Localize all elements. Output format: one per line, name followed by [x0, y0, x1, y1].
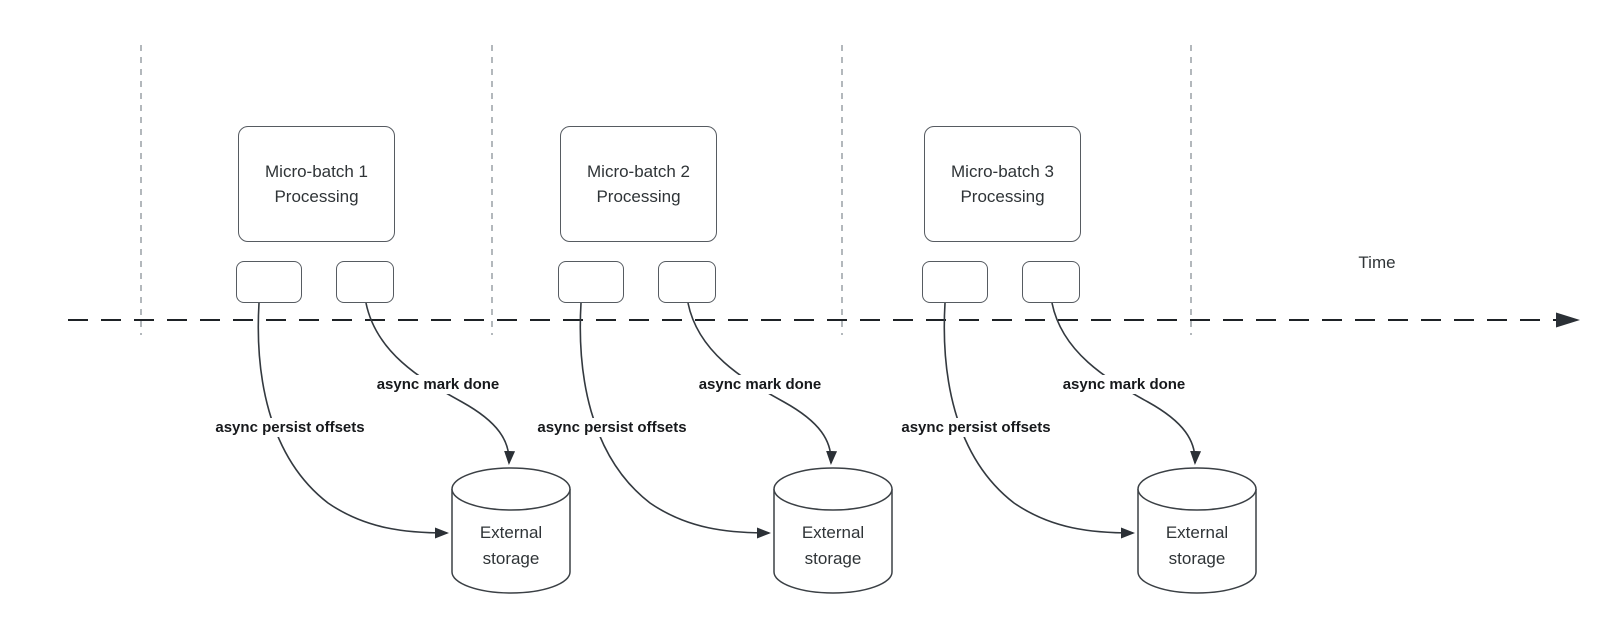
mark-done-arrow [365, 302, 516, 465]
mark-done-task-box [658, 261, 716, 303]
mark-done-label: async mark done [1053, 375, 1195, 394]
mark-done-label: async mark done [689, 375, 831, 394]
storage-cylinder [1137, 467, 1257, 594]
process-box: Micro-batch 1 Processing [238, 126, 395, 242]
persist-offsets-label: async persist offsets [887, 418, 1065, 437]
process-box: Micro-batch 2 Processing [560, 126, 717, 242]
mark-done-label: async mark done [367, 375, 509, 394]
persist-offsets-label: async persist offsets [523, 418, 701, 437]
storage-cylinder-label-text: External storage [801, 523, 865, 568]
storage-flow-group-2 [579, 302, 893, 594]
process-box-label: Micro-batch 3 Processing [951, 162, 1054, 206]
process-box-label: Micro-batch 1 Processing [265, 162, 368, 206]
persist-task-box [922, 261, 988, 303]
storage-cylinder-label: External storage [1138, 500, 1256, 592]
storage-cylinder-label: External storage [774, 500, 892, 592]
persist-offsets-label: async persist offsets [201, 418, 379, 437]
storage-cylinder [773, 467, 893, 594]
storage-cylinder-label-text: External storage [479, 523, 543, 568]
storage-cylinder-label-text: External storage [1165, 523, 1229, 568]
storage-flow-group-3 [943, 302, 1257, 594]
timeline-arrowhead-icon [1556, 312, 1580, 328]
persist-offsets-arrow [943, 302, 1135, 539]
time-axis-label: Time [1358, 253, 1396, 272]
persist-offsets-arrow [257, 302, 449, 539]
persist-task-box [236, 261, 302, 303]
persist-offsets-arrow [579, 302, 771, 539]
mark-done-task-box [336, 261, 394, 303]
storage-cylinder [451, 467, 571, 594]
process-box: Micro-batch 3 Processing [924, 126, 1081, 242]
mark-done-arrow [687, 302, 838, 465]
mark-done-task-box [1022, 261, 1080, 303]
process-box-label: Micro-batch 2 Processing [587, 162, 690, 206]
storage-cylinder-label: External storage [452, 500, 570, 592]
persist-task-box [558, 261, 624, 303]
storage-flow-group-1 [257, 302, 571, 594]
mark-done-arrow [1051, 302, 1202, 465]
